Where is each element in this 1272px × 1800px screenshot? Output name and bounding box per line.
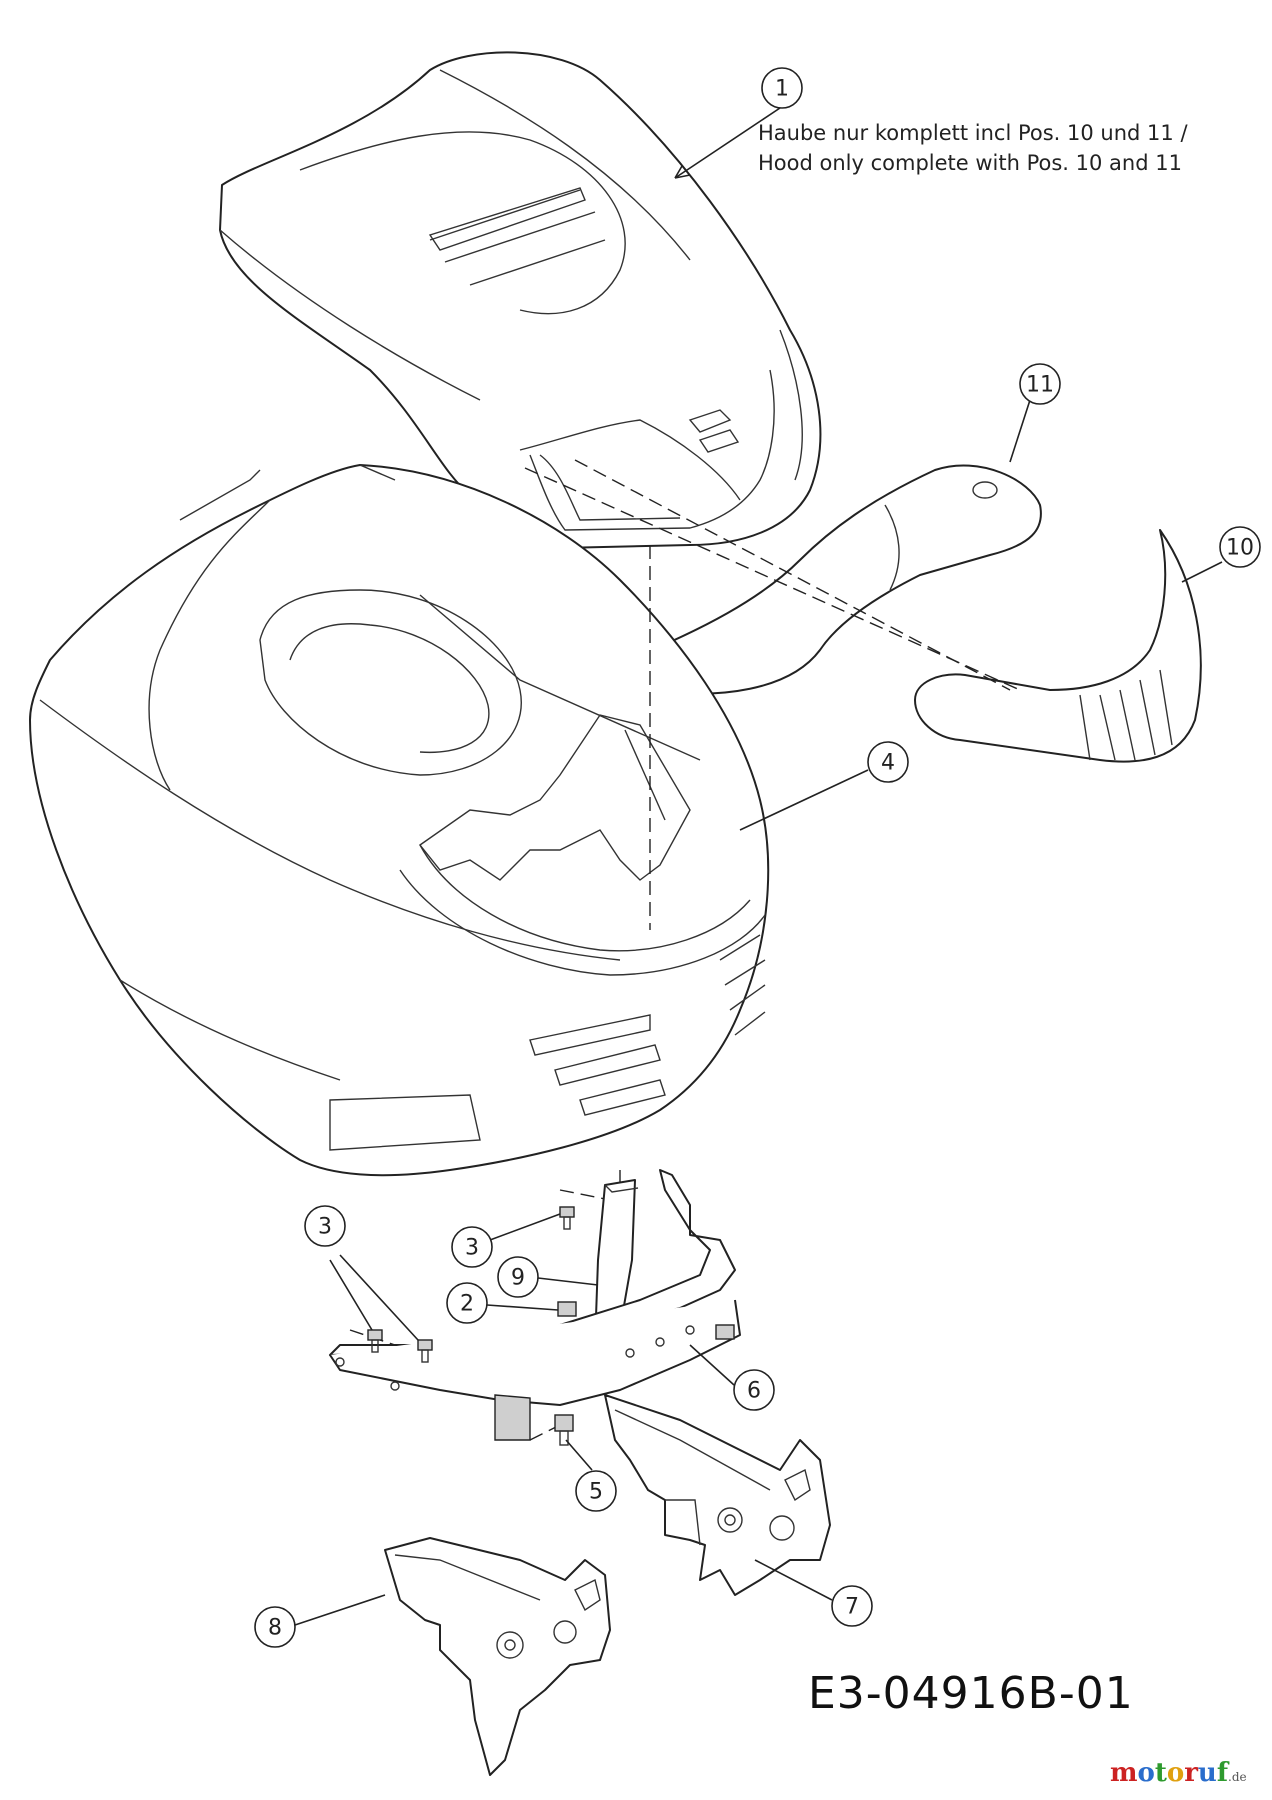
fasteners	[367, 1206, 735, 1446]
part-5-bolt	[554, 1414, 574, 1446]
brand-letter: o	[1137, 1758, 1155, 1788]
callout-4: 4	[739, 741, 909, 831]
brand-letter: m	[1110, 1758, 1138, 1788]
hood-note-line-2: Hood only complete with Pos. 10 and 11	[758, 151, 1182, 175]
callouts: 1 11 10 4 3 3	[254, 67, 1261, 1648]
brand-letter: u	[1197, 1758, 1217, 1788]
hood-note-line-1: Haube nur komplett incl Pos. 10 und 11 /	[758, 121, 1188, 145]
callout-9-label: 9	[511, 1266, 525, 1291]
part-hood-top	[219, 51, 822, 549]
callout-9: 9	[497, 1256, 599, 1298]
callout-10-label: 10	[1226, 536, 1254, 561]
brand-logo: motoruf.de	[1110, 1758, 1247, 1788]
brand-letter: r	[1184, 1758, 1198, 1788]
part-3-screw-a	[367, 1329, 383, 1353]
callout-4-label: 4	[881, 751, 895, 776]
hood-note: Haube nur komplett incl Pos. 10 und 11 /…	[758, 118, 1188, 178]
part-3-screw-c	[559, 1206, 575, 1230]
brand-letter: f	[1216, 1758, 1229, 1788]
callout-8: 8	[254, 1594, 386, 1648]
part-2-nut-b	[715, 1324, 735, 1340]
callout-3-left-label: 3	[318, 1215, 332, 1240]
callout-8-label: 8	[268, 1616, 282, 1641]
callout-7: 7	[754, 1559, 873, 1627]
callout-7-label: 7	[845, 1595, 859, 1620]
part-10-front-grille	[914, 529, 1202, 763]
callout-11: 11	[1009, 363, 1061, 463]
callout-10: 10	[1181, 526, 1261, 583]
callout-1-label: 1	[775, 77, 789, 102]
part-8-left-plate	[384, 1537, 611, 1776]
callout-2-label: 2	[460, 1292, 474, 1317]
part-6-cross-member	[329, 1169, 741, 1441]
part-4-hood-body	[29, 464, 770, 1177]
callout-2: 2	[446, 1282, 559, 1324]
brand-suffix: .de	[1228, 1770, 1247, 1784]
brand-letter: t	[1154, 1758, 1167, 1788]
callout-11-label: 11	[1026, 373, 1054, 398]
callout-5-label: 5	[589, 1480, 603, 1505]
callout-6-label: 6	[747, 1379, 761, 1404]
callout-1: 1	[674, 67, 803, 179]
callout-3-left: 3	[304, 1205, 419, 1341]
part-2-nut	[557, 1301, 577, 1317]
callout-5: 5	[565, 1439, 617, 1512]
callout-3-middle: 3	[451, 1213, 561, 1268]
brand-letter: o	[1166, 1758, 1185, 1788]
callout-3-middle-label: 3	[465, 1236, 479, 1261]
part-7-right-plate	[604, 1394, 831, 1596]
callout-6: 6	[689, 1344, 775, 1411]
part-3-screw-b	[417, 1339, 433, 1363]
drawing-code: E3-04916B-01	[808, 1668, 1134, 1719]
